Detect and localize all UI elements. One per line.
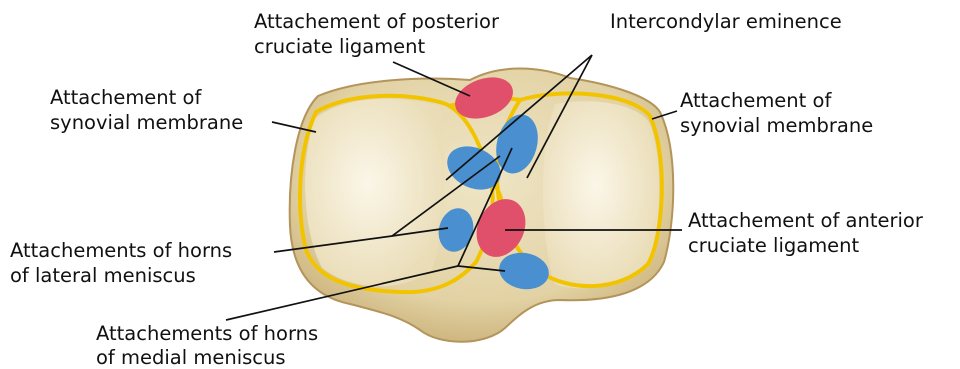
label-posterior-cruciate: Attachement of posterior cruciate ligame… [254,10,505,58]
medial-articular-surface [543,101,659,288]
label-intercondylar-eminence: Intercondylar eminence [610,10,842,33]
label-synovial-right: Attachement of synovial membrane [680,89,873,137]
label-medial-meniscus: Attachements of horns of medial meniscus [96,322,324,369]
label-anterior-cruciate: Attachement of anterior cruciate ligamen… [688,209,929,257]
label-lateral-meniscus: Attachements of horns of lateral meniscu… [10,239,238,287]
lateral-articular-surface [305,99,445,287]
label-synovial-left: Attachement of synovial membrane [50,86,243,134]
